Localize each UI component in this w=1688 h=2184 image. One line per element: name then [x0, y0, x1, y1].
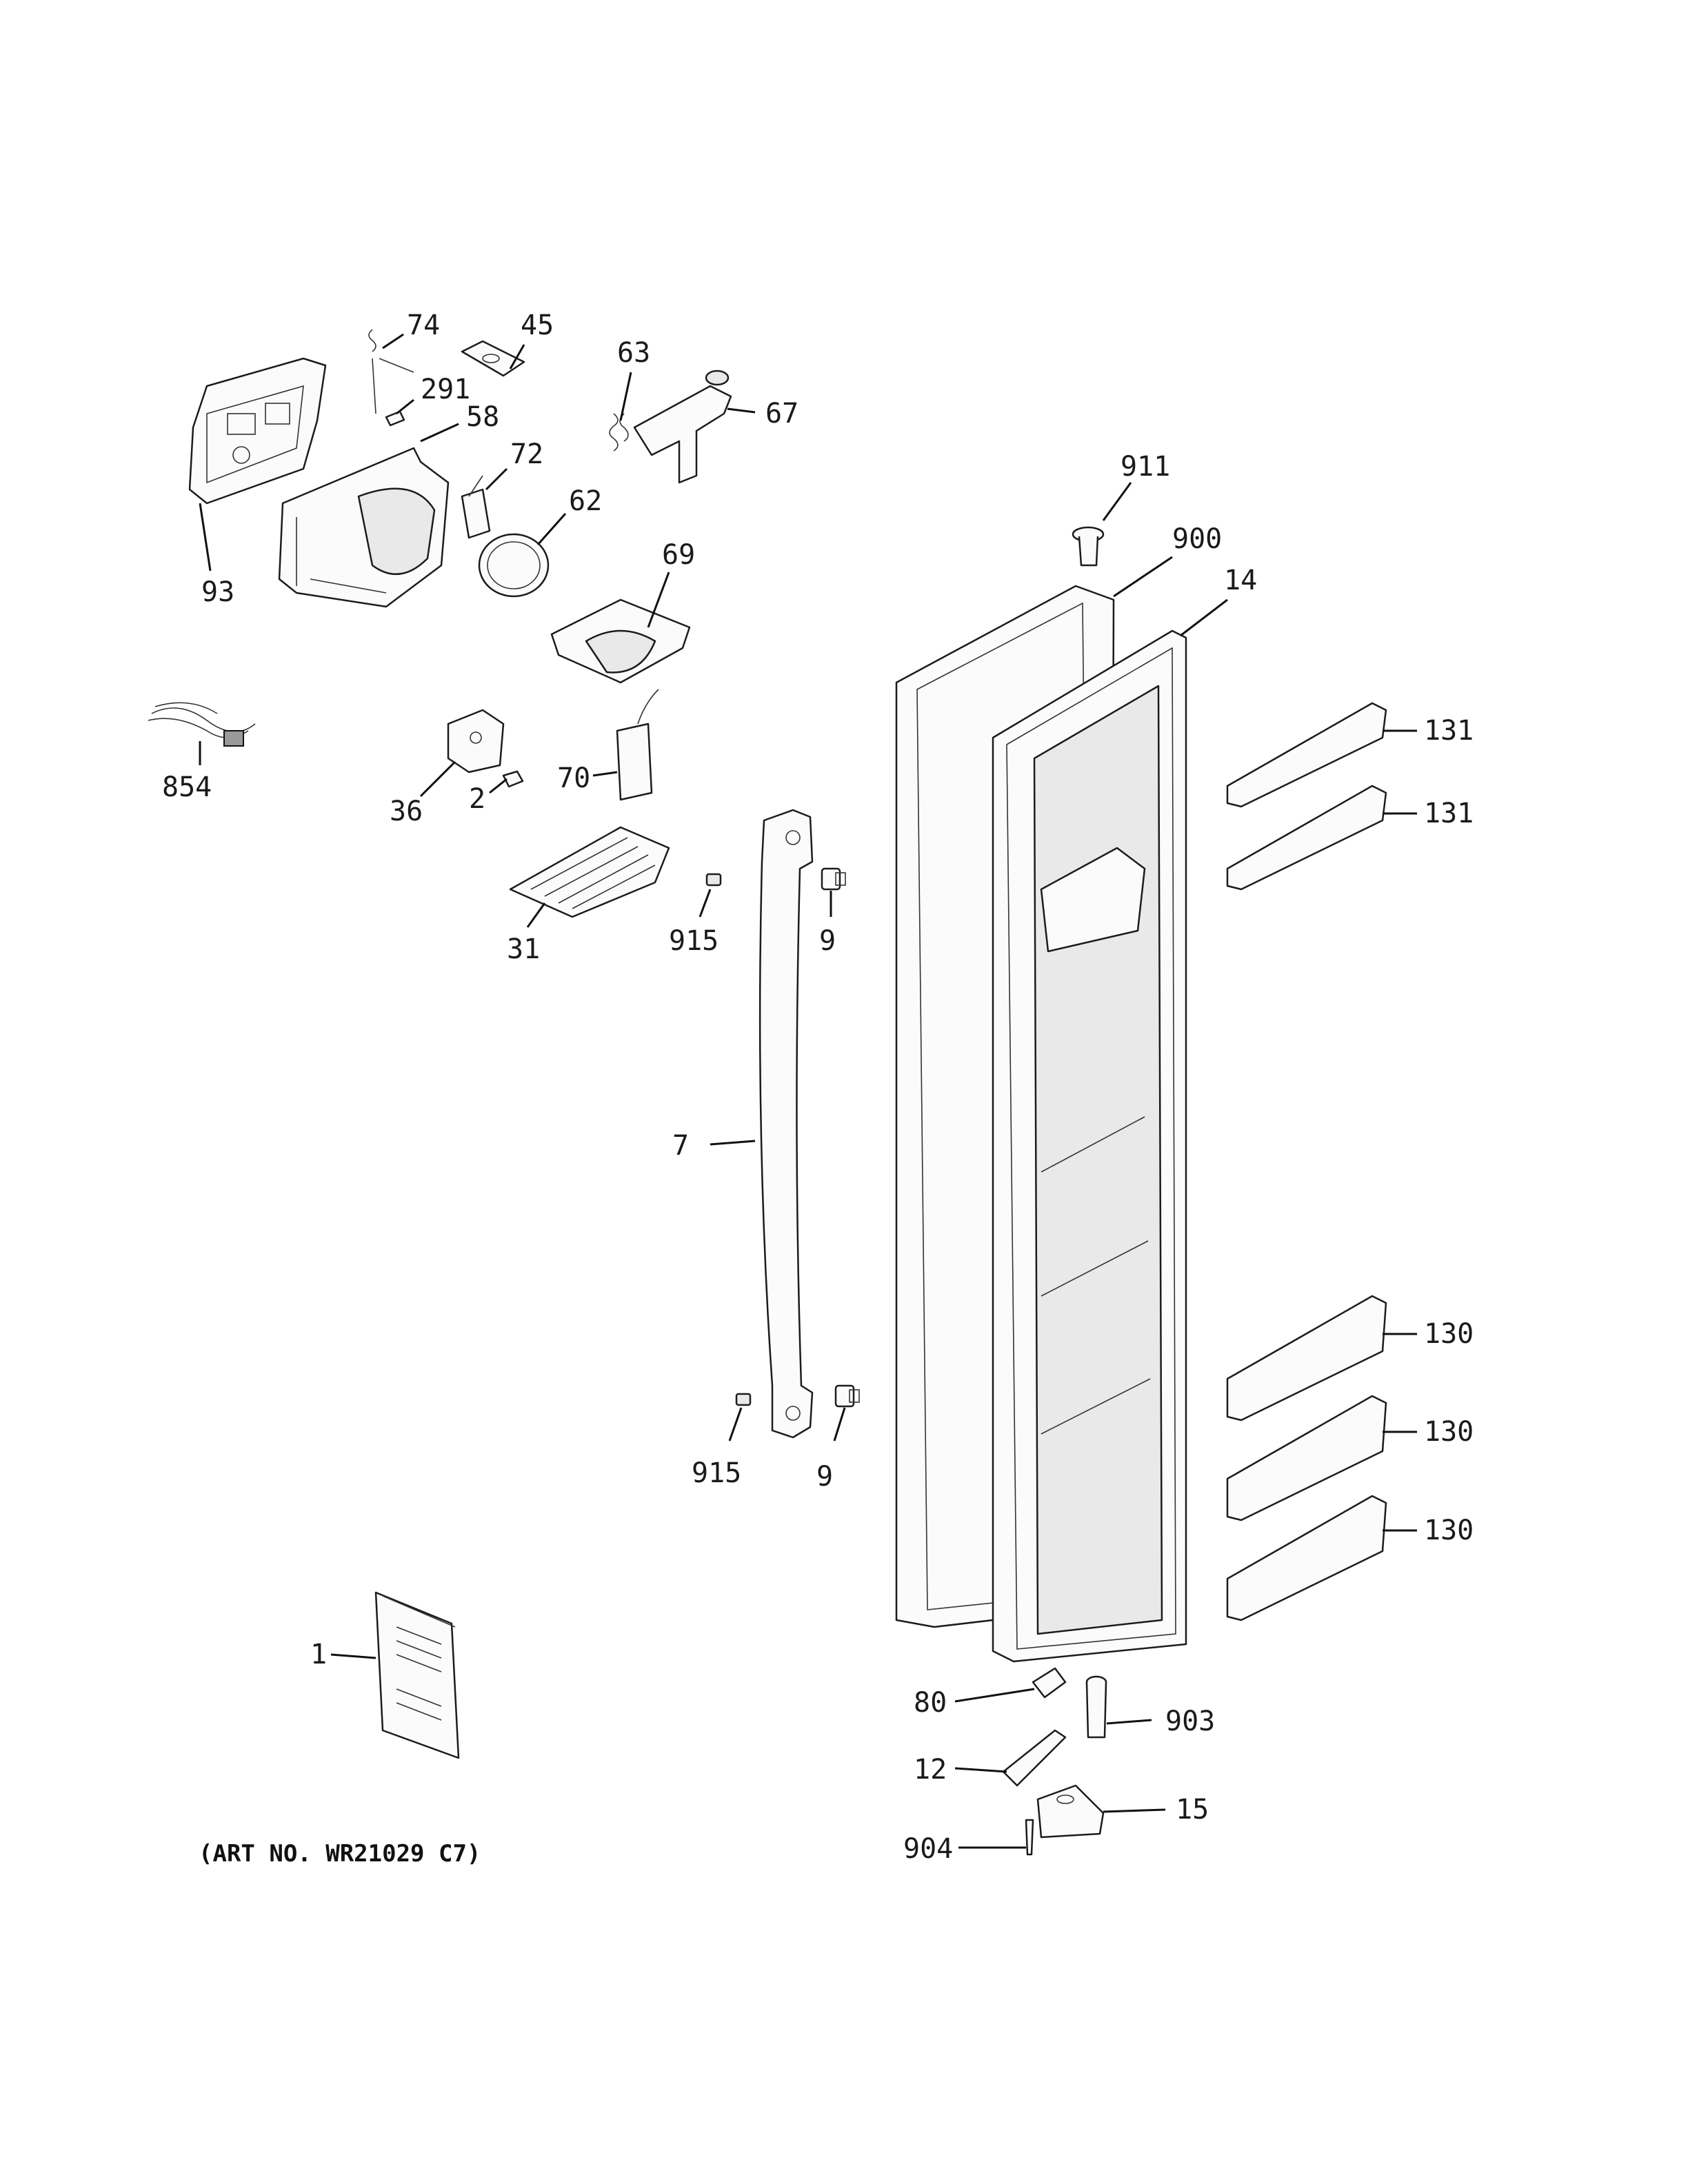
- label-130b: 130: [1424, 1416, 1474, 1448]
- mounting-bracket-part-36: [447, 709, 505, 774]
- heater-part-70: [616, 689, 659, 801]
- label-130c: 130: [1424, 1515, 1474, 1546]
- label-12: 12: [914, 1754, 947, 1786]
- bin-part-131-top: [1226, 702, 1387, 808]
- label-131a: 131: [1424, 715, 1474, 747]
- manual-booklet-part-1: [374, 1591, 460, 1759]
- door-gasket-part-14: [992, 629, 1187, 1663]
- label-45: 45: [521, 310, 554, 341]
- plug-part-915-bottom: [735, 1393, 752, 1406]
- coil-spring-part-63: [609, 413, 629, 452]
- cap-part-911: [1072, 526, 1105, 567]
- label-36: 36: [390, 796, 423, 827]
- hinge-part-15: [1036, 1784, 1105, 1839]
- bin-part-130-top: [1226, 1295, 1387, 1422]
- label-15: 15: [1176, 1794, 1209, 1826]
- label-9b: 9: [816, 1461, 833, 1493]
- bin-part-131-bottom: [1226, 785, 1387, 891]
- label-74: 74: [407, 310, 440, 341]
- dispenser-housing-part-58: [278, 447, 450, 608]
- drip-tray-part-31: [509, 826, 670, 918]
- label-70: 70: [557, 762, 590, 794]
- label-67: 67: [765, 398, 798, 429]
- stud-part-9-top: [821, 867, 846, 891]
- label-915b: 915: [692, 1457, 741, 1489]
- door-handle-part-7: [758, 809, 814, 1439]
- bin-part-130-bottom: [1226, 1495, 1387, 1621]
- chute-bracket-part-69: [550, 598, 691, 684]
- bracket-part-45: [461, 340, 525, 377]
- hinge-pin-part-903: [1085, 1675, 1107, 1739]
- label-2: 2: [469, 783, 485, 815]
- label-9a: 9: [819, 925, 836, 957]
- label-93: 93: [201, 576, 234, 608]
- micro-switch-part-72: [461, 475, 491, 539]
- spring-part-74: [368, 329, 414, 414]
- actuator-arm-part-67: [633, 370, 732, 484]
- label-58: 58: [466, 401, 499, 433]
- label-900: 900: [1172, 523, 1222, 555]
- stud-part-9-bottom: [834, 1384, 860, 1408]
- label-131b: 131: [1424, 798, 1474, 829]
- label-911: 911: [1121, 451, 1170, 483]
- control-panel-part-93: [188, 357, 327, 505]
- label-130a: 130: [1424, 1318, 1474, 1350]
- bushing-part-80: [1032, 1667, 1067, 1699]
- label-62: 62: [569, 485, 602, 517]
- label-14: 14: [1224, 565, 1257, 596]
- screw-part-2: [502, 770, 524, 788]
- screw-part-904: [1025, 1819, 1034, 1856]
- plug-part-915-top: [705, 873, 722, 887]
- label-291: 291: [421, 374, 470, 405]
- wire-harness-part-854: [148, 702, 256, 747]
- label-854: 854: [162, 771, 212, 803]
- leader-lines: [199, 333, 1417, 1849]
- label-7: 7: [672, 1130, 689, 1162]
- hinge-bracket-part-12: [1002, 1729, 1067, 1787]
- bin-part-130-middle: [1226, 1395, 1387, 1521]
- screw-part-291: [385, 410, 405, 427]
- art-number: (ART NO. WR21029 C7): [199, 1840, 481, 1868]
- label-72: 72: [510, 438, 543, 470]
- label-915a: 915: [669, 925, 719, 957]
- label-63: 63: [617, 337, 650, 369]
- label-80: 80: [914, 1687, 947, 1719]
- solenoid-ring-part-62: [478, 533, 550, 598]
- label-69: 69: [662, 539, 695, 571]
- label-31: 31: [507, 933, 540, 965]
- label-904: 904: [903, 1833, 953, 1865]
- label-903: 903: [1165, 1706, 1215, 1737]
- label-1: 1: [310, 1639, 327, 1670]
- callout-labels: 74 45 63 291 58 67 72 62 93 69 911 900 1…: [162, 310, 1474, 1868]
